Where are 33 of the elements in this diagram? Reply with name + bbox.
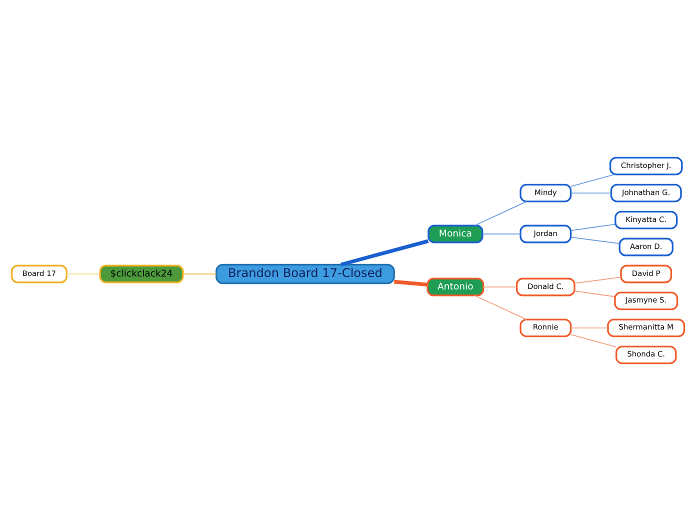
connector <box>474 294 527 320</box>
connector <box>394 279 428 286</box>
node-box: Brandon Board 17-Closed <box>216 263 395 284</box>
node-box: Mindy <box>520 183 572 202</box>
node-box: Donald C. <box>516 277 576 296</box>
node-box: Shonda C. <box>616 345 677 364</box>
node-box: Ronnie <box>520 318 572 337</box>
node-box: Jordan <box>520 224 572 243</box>
node-box: Board 17 <box>10 264 68 283</box>
connector <box>574 276 622 284</box>
node-box: Shermanitta M <box>607 318 686 337</box>
connector <box>570 174 615 186</box>
connector <box>66 273 100 274</box>
connector <box>182 273 217 274</box>
connector <box>574 290 616 297</box>
connector <box>570 192 612 194</box>
connector <box>570 223 616 230</box>
connector <box>482 233 521 234</box>
node-box: Johnathan G. <box>610 183 682 202</box>
node-box: Jasmyne S. <box>614 291 678 310</box>
node-box: David P <box>620 264 672 283</box>
node-box: Christopher J. <box>609 156 683 175</box>
connector <box>570 334 617 347</box>
connector <box>570 326 608 328</box>
node-box: Kinyatta C. <box>614 210 678 229</box>
connector <box>570 236 620 244</box>
node-box: Monica <box>428 224 484 243</box>
connector <box>340 238 429 266</box>
node-box: Aaron D. <box>618 237 674 256</box>
node-box: $clickclack24 <box>99 264 184 283</box>
connector <box>482 286 518 287</box>
connector <box>474 200 527 226</box>
node-box: Antonio <box>426 277 484 296</box>
